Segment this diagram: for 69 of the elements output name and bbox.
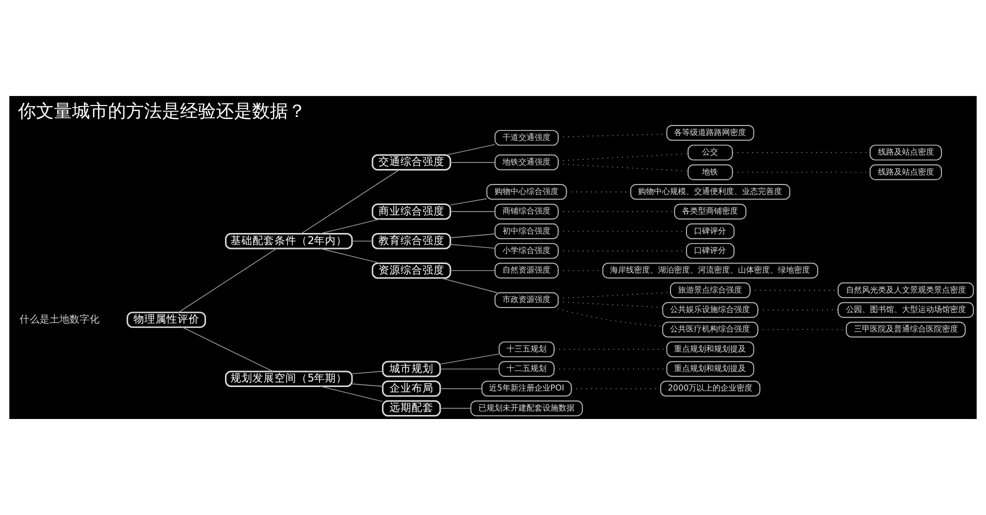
connector	[182, 326, 274, 372]
node-box: 物理属性评价	[126, 312, 206, 328]
node-box: 远期配套	[382, 400, 441, 416]
node-box: 教育综合强度	[372, 232, 452, 250]
connector	[558, 164, 688, 172]
connector	[440, 388, 482, 390]
node-box: 旅游景点综合强度	[670, 282, 750, 298]
node-box: 三甲医院及普通综合医院密度	[846, 322, 966, 338]
node-box: 商业综合强度	[372, 203, 452, 220]
node-box: 已规划未开建配套设施数据	[470, 400, 583, 416]
node-box: 口碑评分	[686, 223, 735, 240]
node-box: 2000万以上的企业密度	[660, 380, 760, 397]
connector	[450, 162, 496, 163]
node-box: 近5年新注册企业POI	[481, 380, 572, 397]
connector	[440, 408, 472, 409]
node-box: 自然资源强度	[494, 262, 559, 278]
node-box: 城市规划	[382, 360, 441, 378]
node-box: 线路及站点密度	[870, 144, 942, 160]
node-box: 规划发展空间（5年期）	[225, 370, 353, 387]
node-box: 市政资源强度	[494, 292, 559, 308]
node-box: 商铺综合强度	[494, 204, 559, 220]
node-box: 干道交通强度	[494, 130, 559, 146]
node-box: 十三五规划	[498, 341, 555, 358]
connector	[300, 169, 400, 234]
node-box: 各等级道路路网密度	[666, 125, 754, 141]
node-box: 购物中心综合强度	[486, 184, 567, 200]
node-box: 自然风光类及人文景观类景点密度	[838, 282, 974, 298]
connector	[450, 270, 496, 272]
node-box: 公园、图书馆、大型运动场馆密度	[838, 302, 974, 318]
connector	[352, 384, 383, 387]
connector	[558, 153, 688, 162]
connector	[558, 301, 664, 308]
node-box: 公交	[688, 144, 733, 160]
connector	[558, 134, 668, 138]
node-box: 小学综合强度	[494, 243, 559, 259]
node-box: 资源综合强度	[372, 262, 452, 279]
connector	[440, 278, 498, 294]
node-box: 交通综合强度	[372, 154, 452, 171]
node-box: 各类型商铺密度	[674, 204, 746, 220]
connector	[446, 144, 496, 156]
diagram-title: 你文量城市的方法是经验还是数据？	[18, 100, 306, 122]
node-box: 口碑评分	[686, 243, 735, 259]
connector	[352, 370, 383, 374]
node-box: 十二五规划	[498, 361, 555, 377]
node-box: 重点规划和规划提及	[666, 361, 754, 377]
connector	[440, 354, 500, 365]
node-box: 地铁	[688, 164, 733, 180]
connector	[450, 211, 496, 212]
label: 什么是土地数字化	[20, 314, 100, 326]
connector	[178, 248, 278, 313]
node-box: 地铁交通强度	[494, 154, 559, 170]
connector	[440, 368, 500, 370]
node-box: 公共娱乐设施综合强度	[662, 302, 758, 318]
connector	[552, 307, 663, 327]
node-box: 购物中心规模、交通便利度、业态完善度	[630, 184, 790, 200]
connector	[320, 248, 381, 264]
node-box: 企业布局	[382, 380, 441, 397]
node-box: 基础配套条件（2年内）	[225, 232, 353, 250]
connector	[450, 244, 496, 249]
connector	[320, 218, 381, 234]
connector	[320, 386, 383, 402]
connector	[450, 234, 496, 238]
connector	[450, 198, 488, 206]
node-box: 初中综合强度	[494, 223, 559, 240]
node-box: 重点规划和规划提及	[666, 341, 754, 358]
connector	[352, 240, 373, 242]
node-box: 海岸线密度、湖泊密度、河流密度、山体密度、绿地密度	[602, 262, 818, 278]
node-box: 线路及站点密度	[870, 164, 942, 180]
node-box: 公共医疗机构综合强度	[662, 322, 758, 338]
